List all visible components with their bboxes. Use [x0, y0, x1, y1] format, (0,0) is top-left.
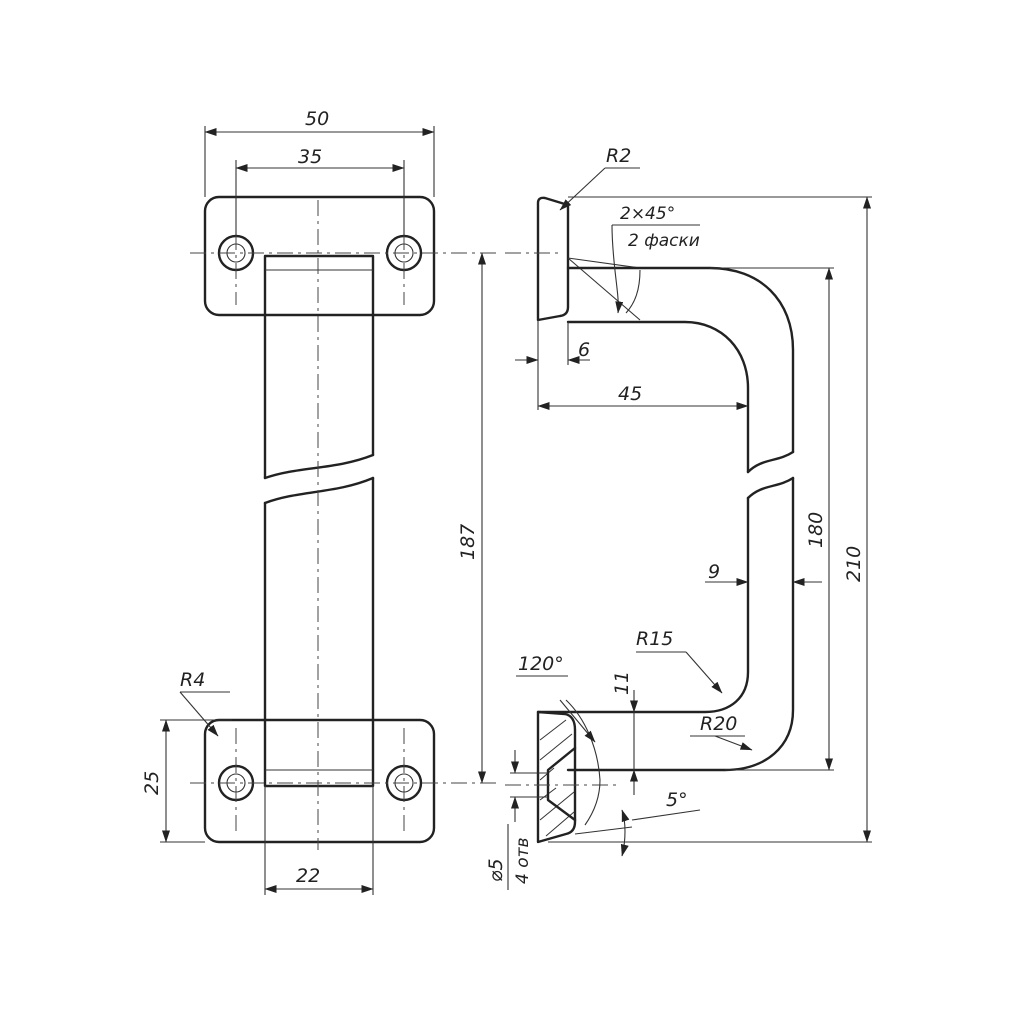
- hole-count-label: 4 отв: [513, 837, 533, 884]
- countersink-hole: [546, 746, 577, 822]
- dim-hole-spacing: 35: [235, 146, 405, 236]
- dim-projection: 45: [537, 383, 749, 410]
- dim-180-label: 180: [805, 512, 827, 548]
- bar-break-line: [746, 450, 795, 474]
- dim-countersink-depth: 11: [611, 671, 638, 795]
- dim-base-length: 25: [141, 719, 232, 843]
- bar-upper-section: [566, 266, 795, 454]
- top-mounting-plate: [203, 195, 436, 317]
- dim-45-label: 45: [618, 383, 642, 405]
- leader-inner-radius: R15: [636, 628, 723, 694]
- dim-center-distance: 187: [457, 252, 486, 784]
- grip-bar-upper: [263, 254, 375, 480]
- dim-9-label: 9: [708, 561, 720, 583]
- bottom-flange-section: [536, 710, 577, 844]
- side-view: R2 2×45° 2 фаски 6 45 180: [485, 145, 872, 890]
- chamfer-note: 2×45° 2 фаски: [611, 204, 700, 314]
- dim-hole-diameter: ⌀5 4 отв: [485, 750, 548, 890]
- section-hatching: [539, 719, 575, 837]
- dim-draft-angle: 5°: [574, 789, 701, 857]
- dim-grip-width: 22: [264, 786, 374, 895]
- hole-diameter-label: ⌀5: [485, 858, 507, 882]
- front-center-lines: [190, 200, 500, 850]
- dim-6-label: 6: [578, 339, 590, 361]
- dim-35-label: 35: [298, 146, 322, 168]
- dim-bar-thickness: 9: [705, 561, 822, 586]
- dim-22-label: 22: [296, 865, 320, 887]
- r2-label: R2: [606, 145, 631, 167]
- countersink-angle-label: 120°: [518, 653, 564, 675]
- dim-25-label: 25: [141, 771, 163, 795]
- bar-lower-section: [566, 476, 795, 772]
- dim-base-thickness: 6: [515, 320, 590, 410]
- r20-label: R20: [700, 713, 737, 735]
- leader-outer-radius: R20: [690, 713, 753, 751]
- dim-210-label: 210: [843, 546, 865, 582]
- dim-overall-width: 50: [204, 108, 435, 197]
- chamfer-count-label: 2 фаски: [628, 231, 700, 251]
- top-flange: [536, 196, 570, 322]
- bottom-mounting-plate: [203, 718, 436, 844]
- r4-label: R4: [180, 669, 205, 691]
- r15-label: R15: [636, 628, 673, 650]
- chamfer-size-label: 2×45°: [620, 204, 675, 224]
- dim-countersink-angle: 120°: [516, 653, 601, 826]
- grip-bar-lower: [263, 476, 375, 788]
- dim-50-label: 50: [305, 108, 329, 130]
- leader-corner-radius: R4: [179, 669, 230, 737]
- dim-inner-height: 180: [805, 267, 833, 771]
- dim-overall-height: 210: [843, 196, 871, 843]
- front-view: 50 35 187 25 22: [141, 108, 500, 895]
- grip-break-line: [263, 453, 375, 480]
- dim-187-label: 187: [457, 524, 479, 560]
- draft-angle-label: 5°: [666, 789, 688, 811]
- dim-11-label: 11: [611, 671, 633, 695]
- leader-edge-radius: R2: [559, 145, 640, 211]
